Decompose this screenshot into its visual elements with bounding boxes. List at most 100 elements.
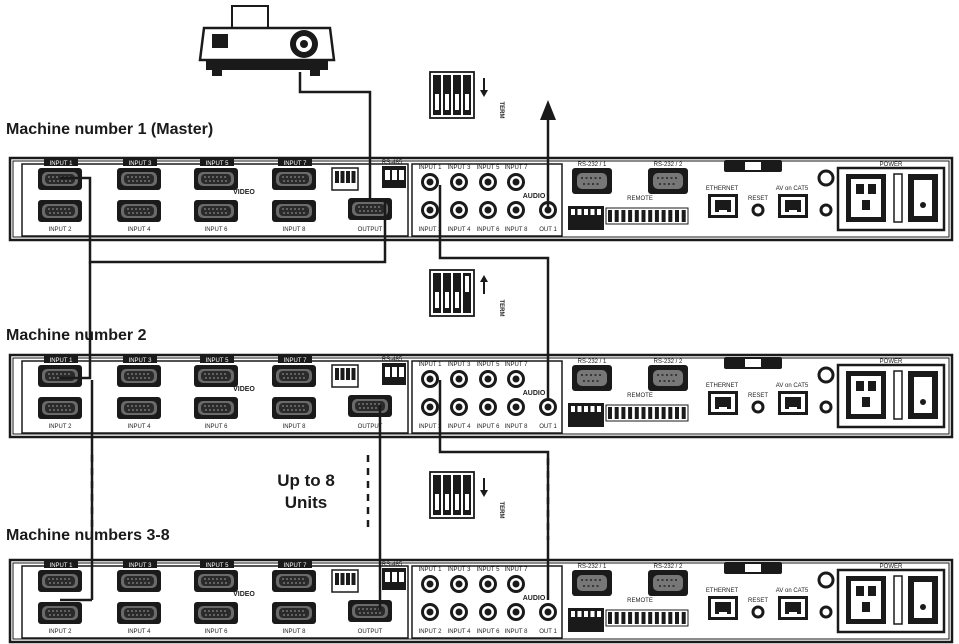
video-input-top-label: INPUT 1: [50, 563, 74, 569]
audio-input-bottom-label: INPUT 2: [419, 629, 443, 635]
rs232-2-label: RS-232 / 2: [654, 162, 683, 168]
terminal-pin: [608, 407, 612, 419]
video-input-bottom-label: INPUT 6: [205, 227, 229, 233]
vga-connector: [193, 396, 239, 420]
terminal-pin: [681, 407, 686, 419]
rs485-label: RS-485: [382, 160, 403, 166]
terminal-pin: [608, 612, 612, 624]
terminal-pin: [614, 612, 619, 624]
vga-connector: [271, 167, 317, 191]
video-input-top-label: INPUT 7: [284, 563, 308, 569]
vga-connector: [116, 199, 162, 223]
vga-connector: [193, 364, 239, 388]
terminal-pin: [668, 210, 673, 222]
rca-jack: [479, 603, 497, 621]
rca-jack: [450, 398, 468, 416]
power-indicator: [817, 571, 835, 589]
rca-jack: [450, 370, 468, 388]
projector-foot: [212, 70, 222, 76]
video-input-top-label: INPUT 5: [206, 358, 230, 364]
terminal-screw: [597, 406, 601, 412]
terminal-screw: [590, 406, 595, 412]
rca-jack: [421, 173, 439, 191]
rca-jack: [421, 398, 439, 416]
audio-out-jack: [539, 603, 557, 621]
terminal-pin: [641, 407, 646, 419]
audio-input-top-label: INPUT 5: [477, 362, 501, 368]
projector-foot: [310, 70, 320, 76]
rca-jack: [450, 173, 468, 191]
term-dip-slot: [435, 94, 439, 110]
audio-out-arrow: [540, 100, 556, 120]
terminal-screw: [590, 209, 595, 215]
audio-label: AUDIO: [523, 390, 546, 397]
audio-out-jack: [539, 398, 557, 416]
audio-input-bottom-label: INPUT 8: [505, 629, 529, 635]
terminal-screw: [584, 611, 588, 617]
video-input-bottom-label: INPUT 8: [283, 227, 307, 233]
terminal-pin: [661, 210, 666, 222]
terminal-screw: [584, 406, 588, 412]
machine-3-label: Machine numbers 3-8: [6, 527, 170, 544]
terminal-block-b: [605, 404, 689, 422]
video-input-bottom-label: INPUT 8: [283, 424, 307, 430]
terminal-pin: [661, 612, 666, 624]
dip-lever: [335, 171, 339, 183]
terminal-pin: [628, 210, 633, 222]
video-label: VIDEO: [233, 591, 255, 598]
audio-input-top-label: INPUT 7: [505, 567, 529, 573]
term-dip-slot: [435, 494, 439, 510]
terminal-pin: [681, 210, 686, 222]
power-indicator: [817, 366, 835, 384]
terminal-pin: [648, 407, 653, 419]
audio-section: [411, 565, 563, 639]
audio-section: [411, 163, 563, 237]
power-switch-mark: [920, 399, 926, 405]
video-input-top-label: INPUT 3: [129, 161, 153, 167]
term-label: TERM: [498, 300, 504, 317]
audio-input-top-label: INPUT 3: [448, 165, 472, 171]
ethernet-port: [708, 391, 738, 415]
ethernet-label: ETHERNET: [706, 186, 739, 192]
vga-connector: [116, 364, 162, 388]
terminal-pin: [654, 612, 659, 624]
terminal-pin: [641, 612, 646, 624]
rs232-2-label: RS-232 / 2: [654, 564, 683, 570]
rca-jack: [479, 173, 497, 191]
audio-input-bottom-label: INPUT 8: [505, 227, 529, 233]
power-switch-mark: [920, 202, 926, 208]
adjust-knob: [819, 605, 833, 619]
rs232-1-label: RS-232 / 1: [578, 359, 607, 365]
terminal-screw: [577, 406, 582, 412]
projector-vent: [212, 34, 228, 48]
ethernet-port: [708, 194, 738, 218]
iec-inlet-face: [851, 179, 881, 217]
remote-label: REMOTE: [627, 393, 653, 399]
terminal-pin: [668, 407, 673, 419]
rs485-label: RS-485: [382, 357, 403, 363]
output-vga-connector: [347, 599, 393, 623]
audio-input-bottom-label: INPUT 4: [448, 629, 472, 635]
projector-top-box: [231, 5, 269, 29]
projector-cable: [298, 72, 372, 200]
cables: [60, 72, 550, 610]
units-label-line2: Units: [285, 493, 328, 512]
output-label: OUTPUT: [358, 424, 383, 430]
video-input-top-label: INPUT 5: [206, 161, 230, 167]
rca-jack: [507, 603, 525, 621]
term-label: TERM: [498, 102, 504, 119]
adjust-knob: [819, 203, 833, 217]
machine-1-label: Machine number 1 (Master): [6, 121, 213, 138]
input-label-bar: [44, 159, 78, 166]
terminal-pin: [621, 210, 626, 222]
projector-base: [206, 60, 328, 70]
terminal-screw: [597, 611, 601, 617]
audio-label: AUDIO: [523, 193, 546, 200]
power-switch-mark: [920, 604, 926, 610]
reset-label: RESET: [748, 196, 768, 202]
vga-connector: [116, 167, 162, 191]
video-input-bottom-label: INPUT 6: [205, 629, 229, 635]
